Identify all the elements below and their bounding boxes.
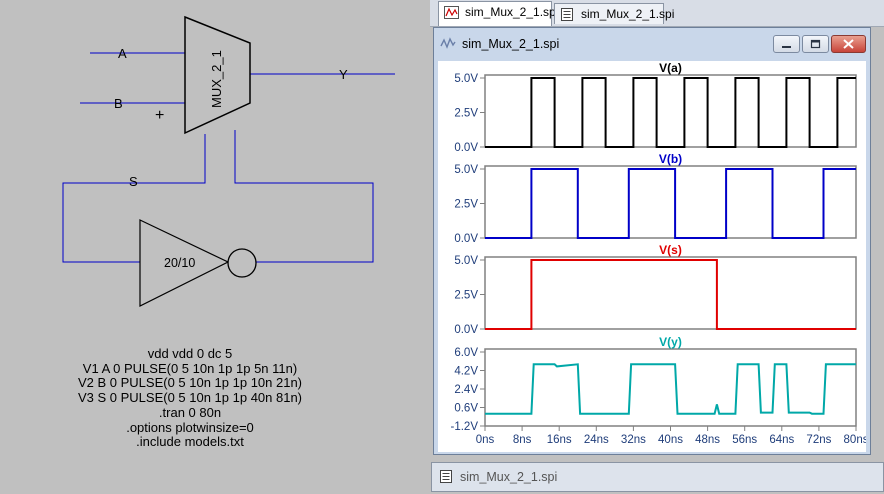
minimize-icon [782,46,791,48]
y-tick-label: 2.4V [454,384,478,396]
trace-name-label[interactable]: V(s) [659,243,682,257]
waveform-plots[interactable]: V(a) 0.0V 2.5V 5.0V V(b) 0.0V 2.5V 5.0V V(s) 0.0V… [438,61,869,452]
plot-window-titlebar[interactable]: sim_Mux_2_1.spi [440,28,559,60]
trace-va[interactable] [485,77,856,148]
mux-label: MUX_2_1 [209,50,224,108]
x-tick-label: 72ns [806,434,831,446]
waveform-icon [444,6,459,19]
inverter-label: 20/10 [164,256,195,270]
trace-vs[interactable] [485,259,856,330]
mux-symbol[interactable] [184,15,251,135]
tab-label: sim_Mux_2_1.spi [581,7,675,21]
y-tick-label: -1.2V [451,421,479,433]
netlist-icon [440,470,452,483]
y-tick-label: 0.0V [454,324,478,336]
x-tick-label: 16ns [547,434,572,446]
wire-s[interactable] [62,134,206,263]
netlist-line: V2 B 0 PULSE(0 5 10n 1p 1p 10n 21n) [77,375,303,391]
tab-waveform[interactable]: sim_Mux_2_1.spi [438,1,558,26]
y-tick-label: 0.0V [454,142,478,154]
netlist-icon [561,8,573,21]
plot-window-title: sim_Mux_2_1.spi [462,37,560,51]
maximize-icon [810,39,821,49]
plot-window: sim_Mux_2_1.spi V(a) 0.0V 2.5V 5.0V V(b) 0.0V… [433,27,871,455]
x-tick-label: 64ns [769,434,794,446]
wire-s-bar[interactable] [234,130,374,263]
y-tick-label: 0.0V [454,233,478,245]
inverter-bubble [227,248,257,278]
inverter-symbol[interactable] [139,219,230,307]
spice-netlist: vdd vdd 0 dc 5 V1 A 0 PULSE(0 5 10n 1p 1… [40,346,340,450]
trace-vb[interactable] [485,168,856,239]
x-tick-label: 48ns [695,434,720,446]
y-tick-label: 2.5V [454,199,478,211]
x-tick-label: 56ns [732,434,757,446]
y-tick-label: 5.0V [454,164,478,176]
y-tick-label: 4.2V [454,366,478,378]
netlist-line: vdd vdd 0 dc 5 [147,346,233,361]
netlist-line: V1 A 0 PULSE(0 5 10n 1p 1p 5n 11n) [82,360,298,376]
close-icon [843,39,854,49]
maximize-button[interactable] [802,35,829,53]
y-tick-label: 2.5V [454,290,478,302]
minimized-window[interactable]: sim_Mux_2_1.spi [431,462,884,492]
schematic-canvas[interactable]: A B Y S + MUX_2_1 20/10 vdd vdd 0 dc 5 V… [0,0,430,489]
tab-netlist[interactable]: sim_Mux_2_1.spi [554,3,674,24]
trace-vy[interactable] [485,363,856,415]
x-tick-label: 40ns [658,434,683,446]
trace-name-label[interactable]: V(a) [659,61,682,75]
y-tick-label: 2.5V [454,108,478,120]
net-label-b: B [114,96,123,111]
waveform-icon [440,37,456,49]
netlist-line: .tran 0 80n [158,404,222,420]
x-tick-label: 8ns [513,434,532,446]
plot-pane-frame [484,74,857,148]
schematic-drawing: A B Y S + MUX_2_1 20/10 [62,15,395,307]
close-button[interactable] [831,35,866,53]
x-tick-label: 32ns [621,434,646,446]
x-tick-label: 80ns [844,434,866,446]
plot-pane-frame [484,348,857,427]
net-label-a: A [118,46,127,61]
plot-pane-frame [484,256,857,330]
x-tick-label: 24ns [584,434,609,446]
netlist-line: V3 S 0 PULSE(0 5 10n 1p 1p 40n 81n) [77,390,303,406]
net-label-s: S [129,174,138,189]
minimized-window-titlebar[interactable]: sim_Mux_2_1.spi [438,461,557,493]
document-tab-bar: sim_Mux_2_1.spi sim_Mux_2_1.spi [430,0,884,27]
trace-name-label[interactable]: V(y) [659,335,682,349]
plot-pane-frame [484,165,857,239]
minimized-window-title: sim_Mux_2_1.spi [460,470,558,484]
plus-mark: + [155,107,164,124]
y-tick-label: 6.0V [454,347,478,359]
netlist-line: .include models.txt [136,434,244,450]
netlist-line: .options plotwinsize=0 [126,419,254,435]
waveform-viewer[interactable]: V(a) 0.0V 2.5V 5.0V V(b) 0.0V 2.5V 5.0V V(s) 0.0V… [438,61,869,452]
x-tick-label: 0ns [476,434,495,446]
net-label-y: Y [339,67,348,82]
trace-name-label[interactable]: V(b) [659,152,682,166]
minimize-button[interactable] [773,35,800,53]
y-tick-label: 0.6V [454,403,478,415]
y-tick-label: 5.0V [454,255,478,267]
tab-label: sim_Mux_2_1.spi [465,5,559,19]
y-tick-label: 5.0V [454,73,478,85]
